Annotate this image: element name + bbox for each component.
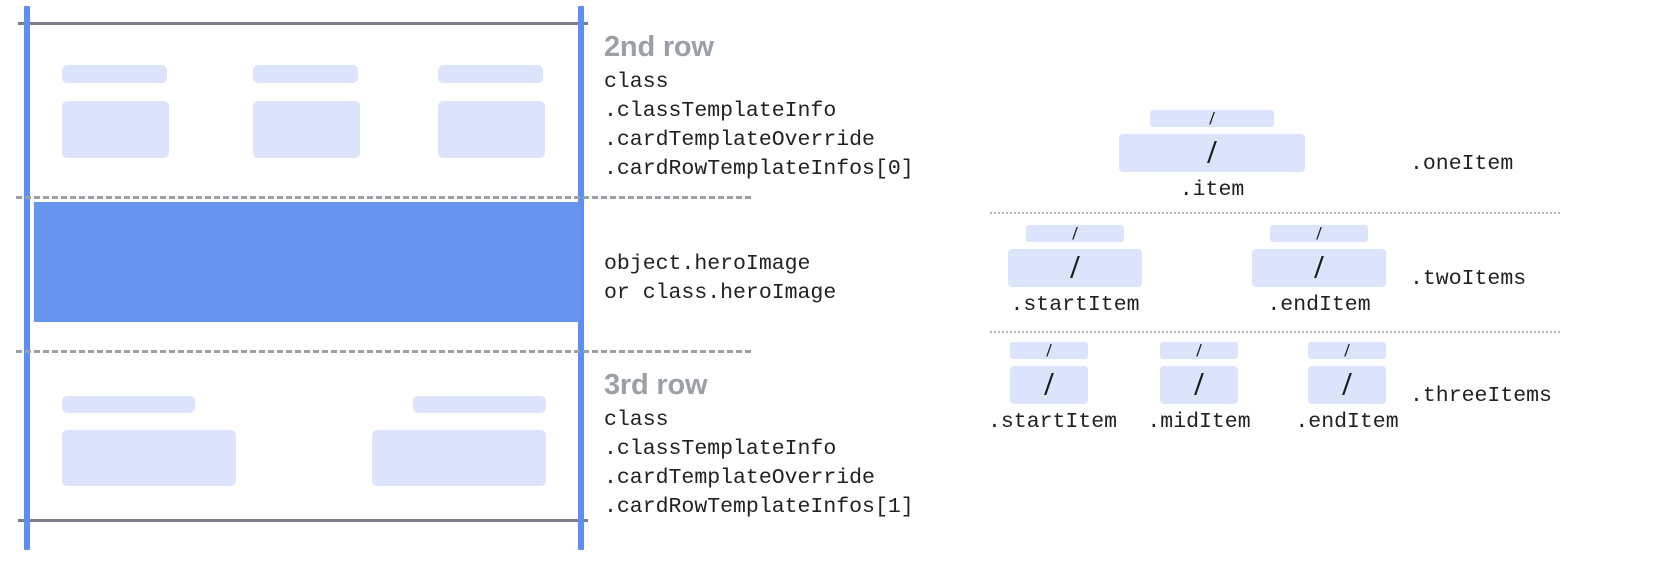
two-items-start-group: / / .startItem [1008, 223, 1142, 317]
two-items-end-small-bar: / [1270, 223, 1368, 244]
hero-code-line-1: or class.heroImage [604, 281, 837, 305]
card-top-border [18, 22, 588, 25]
third-row-code-line-1: .classTemplateInfo [604, 437, 837, 461]
two-items-end-caption: .endItem [1267, 293, 1371, 317]
three-items-mid-big-bar: / [1160, 366, 1238, 404]
row3-value-placeholder-1 [62, 430, 236, 486]
slash-icon: / [1342, 366, 1352, 403]
third-row-code-line-3: .cardRowTemplateInfos[1] [604, 495, 914, 519]
slash-icon: / [1207, 134, 1217, 171]
card-left-guide [24, 6, 30, 550]
two-items-end-big-bar: / [1252, 249, 1386, 287]
three-items-start-small-bar: / [1010, 340, 1088, 361]
third-row-code-line-0: class [604, 408, 669, 432]
second-row-code-line-2: .cardTemplateOverride [604, 128, 875, 152]
row2-value-placeholder-2 [253, 101, 360, 158]
three-items-start-big-bar: / [1010, 366, 1088, 404]
row2-hero-divider [16, 196, 751, 199]
variant-two-items: / / .startItem / / .endItem .twoItems [960, 223, 1676, 325]
card-right-guide [578, 6, 584, 550]
one-item-caption: .item [1179, 178, 1245, 202]
three-items-end-big-bar: / [1308, 366, 1386, 404]
second-row-annotation: 2nd row class .classTemplateInfo .cardTe… [604, 30, 914, 184]
two-items-start-caption: .startItem [1010, 293, 1140, 317]
third-row-code-line-2: .cardTemplateOverride [604, 466, 875, 490]
second-row-code-line-1: .classTemplateInfo [604, 99, 837, 123]
card-bottom-border [18, 519, 588, 522]
two-three-divider [990, 331, 1560, 333]
second-row-code-line-0: class [604, 70, 669, 94]
row2-value-placeholder-1 [62, 101, 169, 158]
third-row-title: 3rd row [604, 369, 708, 401]
one-item-group: / / .item [1119, 108, 1305, 202]
slash-icon: / [1344, 340, 1350, 361]
hero-image-band [34, 202, 581, 322]
slash-icon: / [1314, 249, 1324, 286]
two-items-start-small-bar: / [1026, 223, 1124, 244]
second-row-code-line-3: .cardRowTemplateInfos[0] [604, 157, 914, 181]
card-mockup [0, 0, 751, 584]
three-items-mid-group: / / .midItem [1147, 340, 1250, 434]
one-item-big-bar: / [1119, 134, 1305, 172]
slash-icon: / [1316, 223, 1322, 244]
row3-value-placeholder-2 [372, 430, 546, 486]
slash-icon: / [1194, 366, 1204, 403]
hero-row3-divider [16, 350, 751, 353]
row2-label-placeholder-2 [253, 65, 358, 83]
three-items-mid-caption: .midItem [1147, 410, 1251, 434]
slash-icon: / [1044, 366, 1054, 403]
row2-value-placeholder-3 [438, 101, 545, 158]
two-items-start-big-bar: / [1008, 249, 1142, 287]
variant-label-two-items: .twoItems [1410, 267, 1527, 291]
row3-label-placeholder-1 [62, 396, 195, 413]
row3-label-placeholder-2 [413, 396, 546, 413]
third-row-annotation: 3rd row class .classTemplateInfo .cardTe… [604, 368, 914, 522]
three-items-start-caption: .startItem [988, 410, 1118, 434]
variant-three-items: / / .startItem / / .midItem / [960, 340, 1676, 442]
row2-label-placeholder-1 [62, 65, 167, 83]
slash-icon: / [1072, 223, 1078, 244]
variant-one-item: / / .item .oneItem [960, 108, 1676, 210]
variant-label-three-items: .threeItems [1410, 384, 1552, 408]
hero-code-line-0: object.heroImage [604, 252, 811, 276]
slash-icon: / [1196, 340, 1202, 361]
one-item-small-bar: / [1150, 108, 1274, 129]
three-items-mid-small-bar: / [1160, 340, 1238, 361]
slash-icon: / [1070, 249, 1080, 286]
slash-icon: / [1209, 108, 1215, 129]
row2-label-placeholder-3 [438, 65, 543, 83]
variant-label-one-item: .oneItem [1410, 152, 1514, 176]
item-layout-diagram: / / .item .oneItem / / .startItem [960, 0, 1676, 584]
slash-icon: / [1046, 340, 1052, 361]
three-items-end-small-bar: / [1308, 340, 1386, 361]
two-items-end-group: / / .endItem [1252, 223, 1386, 317]
three-items-start-group: / / .startItem [988, 340, 1117, 434]
second-row-title: 2nd row [604, 31, 714, 63]
three-items-end-caption: .endItem [1295, 410, 1399, 434]
hero-annotation: object.heroImage or class.heroImage [604, 250, 836, 308]
three-items-end-group: / / .endItem [1295, 340, 1398, 434]
one-two-divider [990, 212, 1560, 214]
